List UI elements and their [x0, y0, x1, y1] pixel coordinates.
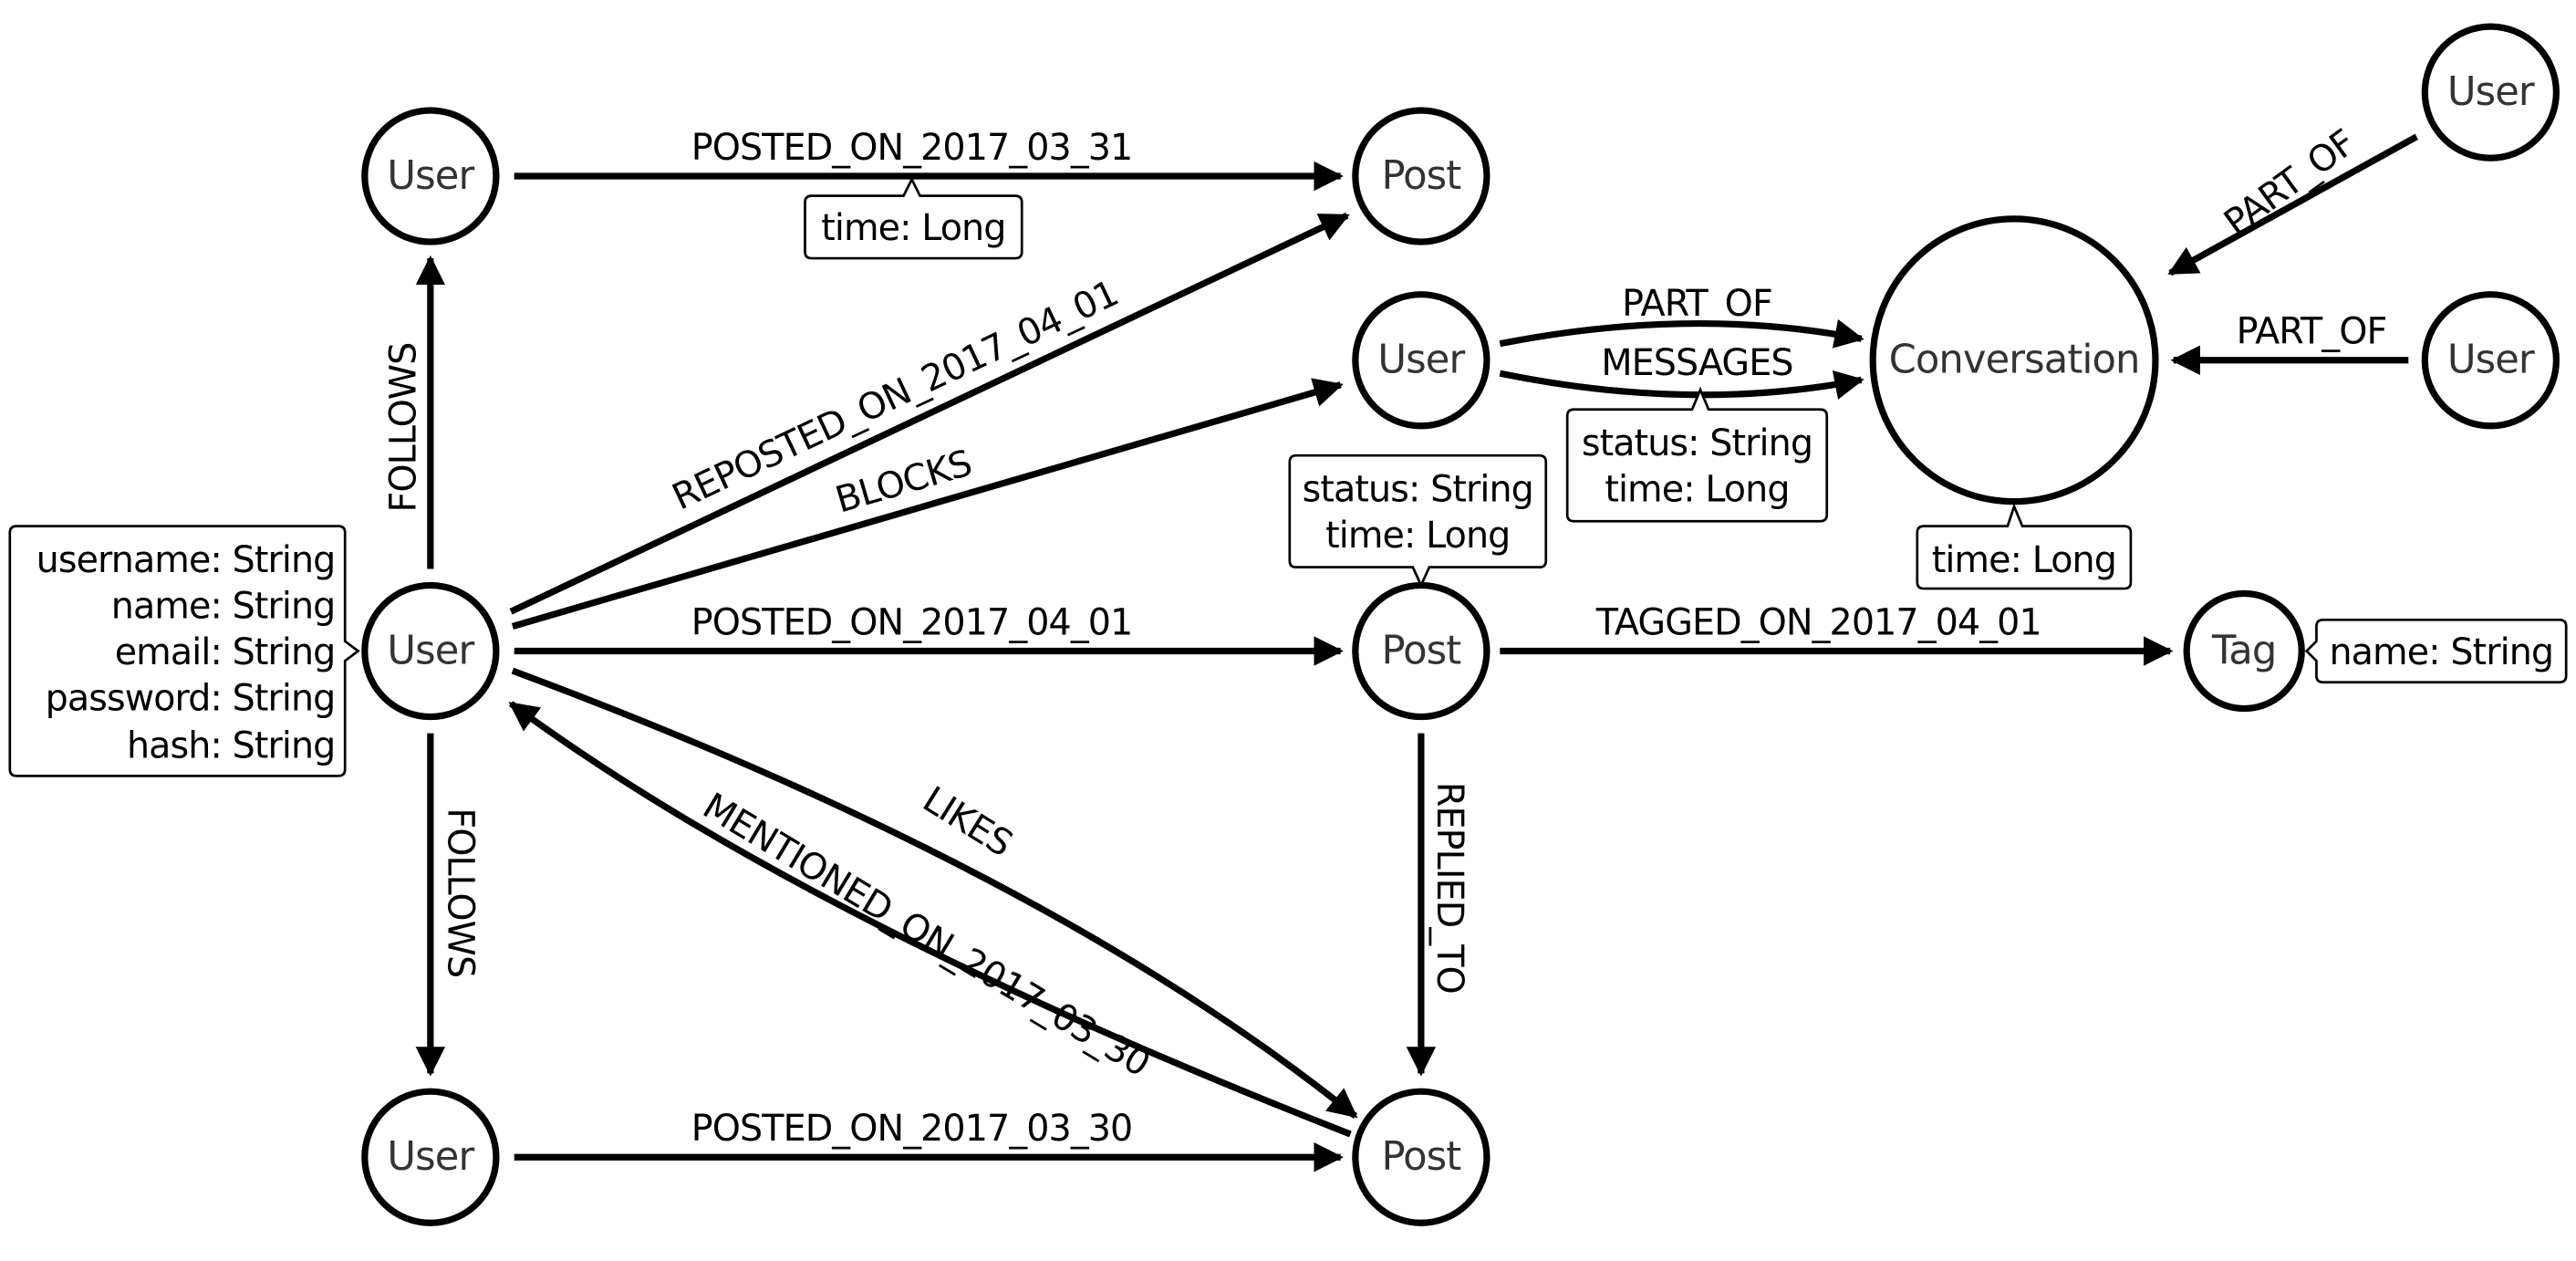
- property: email: String: [115, 631, 336, 673]
- node-user-tr[interactable]: User: [2421, 23, 2560, 162]
- post-mid-properties-box: status: String time: Long: [1288, 453, 1548, 589]
- conversation-properties-box: time: Long: [1916, 503, 2133, 590]
- node-user-bottom[interactable]: User: [361, 1088, 500, 1226]
- node-post-bottom[interactable]: Post: [1352, 1088, 1491, 1226]
- node-label: User: [2447, 338, 2535, 383]
- edge-posted-0330: POSTED_ON_2017_03_30: [514, 1108, 1344, 1172]
- node-label: User: [1377, 338, 1465, 383]
- edge-part-of-mid: PART_OF: [1499, 283, 1864, 349]
- property: name: String: [111, 585, 336, 627]
- edge-label: FOLLOWS: [440, 808, 482, 977]
- edge-label: FOLLOWS: [383, 343, 425, 513]
- edge-label: POSTED_ON_2017_04_01: [691, 602, 1133, 644]
- edge-tagged-0401: TAGGED_ON_2017_04_01: [1500, 602, 2174, 666]
- edge-label: POSTED_ON_2017_03_31: [691, 127, 1133, 169]
- property: time: Long: [1605, 469, 1789, 511]
- edge-label: MESSAGES: [1601, 342, 1792, 384]
- node-post-mid[interactable]: Post: [1352, 581, 1491, 721]
- edge-posted-0331: POSTED_ON_2017_03_31: [514, 127, 1344, 192]
- posted-0331-properties-box: time: Long: [804, 176, 1023, 260]
- edge-follows-up: FOLLOWS: [383, 255, 446, 569]
- node-label: Post: [1381, 1134, 1460, 1180]
- edge-label: REPLIED_TO: [1428, 782, 1470, 994]
- node-conversation[interactable]: Conversation: [1869, 215, 2159, 505]
- node-user-right[interactable]: User: [2421, 291, 2560, 430]
- property: username: String: [36, 539, 336, 581]
- property: password: String: [46, 677, 336, 719]
- node-tag[interactable]: Tag: [2183, 589, 2305, 713]
- node-user-mid[interactable]: User: [1352, 291, 1491, 430]
- node-label: User: [2447, 69, 2535, 115]
- node-label: User: [387, 629, 474, 674]
- edge-part-of-tr: PART_OF: [2167, 121, 2419, 276]
- node-label: Tag: [2211, 629, 2276, 674]
- edge-part-of-right: PART_OF: [2170, 311, 2409, 375]
- node-user-top[interactable]: User: [361, 107, 500, 245]
- edge-label: TAGGED_ON_2017_04_01: [1595, 602, 2041, 644]
- node-label: Post: [1381, 153, 1460, 199]
- property: time: Long: [1932, 539, 2116, 581]
- node-label: Conversation: [1889, 338, 2140, 383]
- edge-label: PART_OF: [2237, 311, 2387, 353]
- property: time: Long: [821, 207, 1005, 249]
- property: hash: String: [127, 725, 335, 767]
- edge-blocks: BLOCKS: [511, 378, 1344, 630]
- edge-posted-0401: POSTED_ON_2017_04_01: [514, 602, 1344, 666]
- edge-reposted-0401: REPOSTED_ON_2017_04_01: [509, 212, 1350, 615]
- node-post-top[interactable]: Post: [1352, 107, 1491, 245]
- node-label: User: [387, 1134, 474, 1180]
- tag-properties-box: name: String: [2304, 618, 2568, 684]
- edge-mentioned-0330: MENTIONED_ON_2017_03_30: [508, 701, 1352, 1138]
- messages-properties-box: status: String time: Long: [1565, 386, 1829, 523]
- user-properties-box: username: String name: String email: Str…: [8, 525, 360, 777]
- property: name: String: [2329, 631, 2553, 673]
- edge-likes: LIKES: [511, 667, 1358, 1120]
- property: time: Long: [1325, 515, 1510, 557]
- node-label: Post: [1381, 629, 1460, 674]
- edge-label: PART_OF: [1622, 283, 1772, 325]
- node-user-main[interactable]: User: [361, 581, 500, 721]
- edge-label: POSTED_ON_2017_03_30: [691, 1108, 1133, 1150]
- node-label: User: [387, 153, 474, 199]
- edge-follows-down: FOLLOWS: [415, 733, 482, 1077]
- property: status: String: [1303, 469, 1533, 511]
- property: status: String: [1582, 422, 1813, 464]
- edge-replied-to: REPLIED_TO: [1406, 733, 1470, 1077]
- edge-label: PART_OF: [2217, 121, 2363, 244]
- edge-messages: MESSAGES: [1499, 342, 1864, 400]
